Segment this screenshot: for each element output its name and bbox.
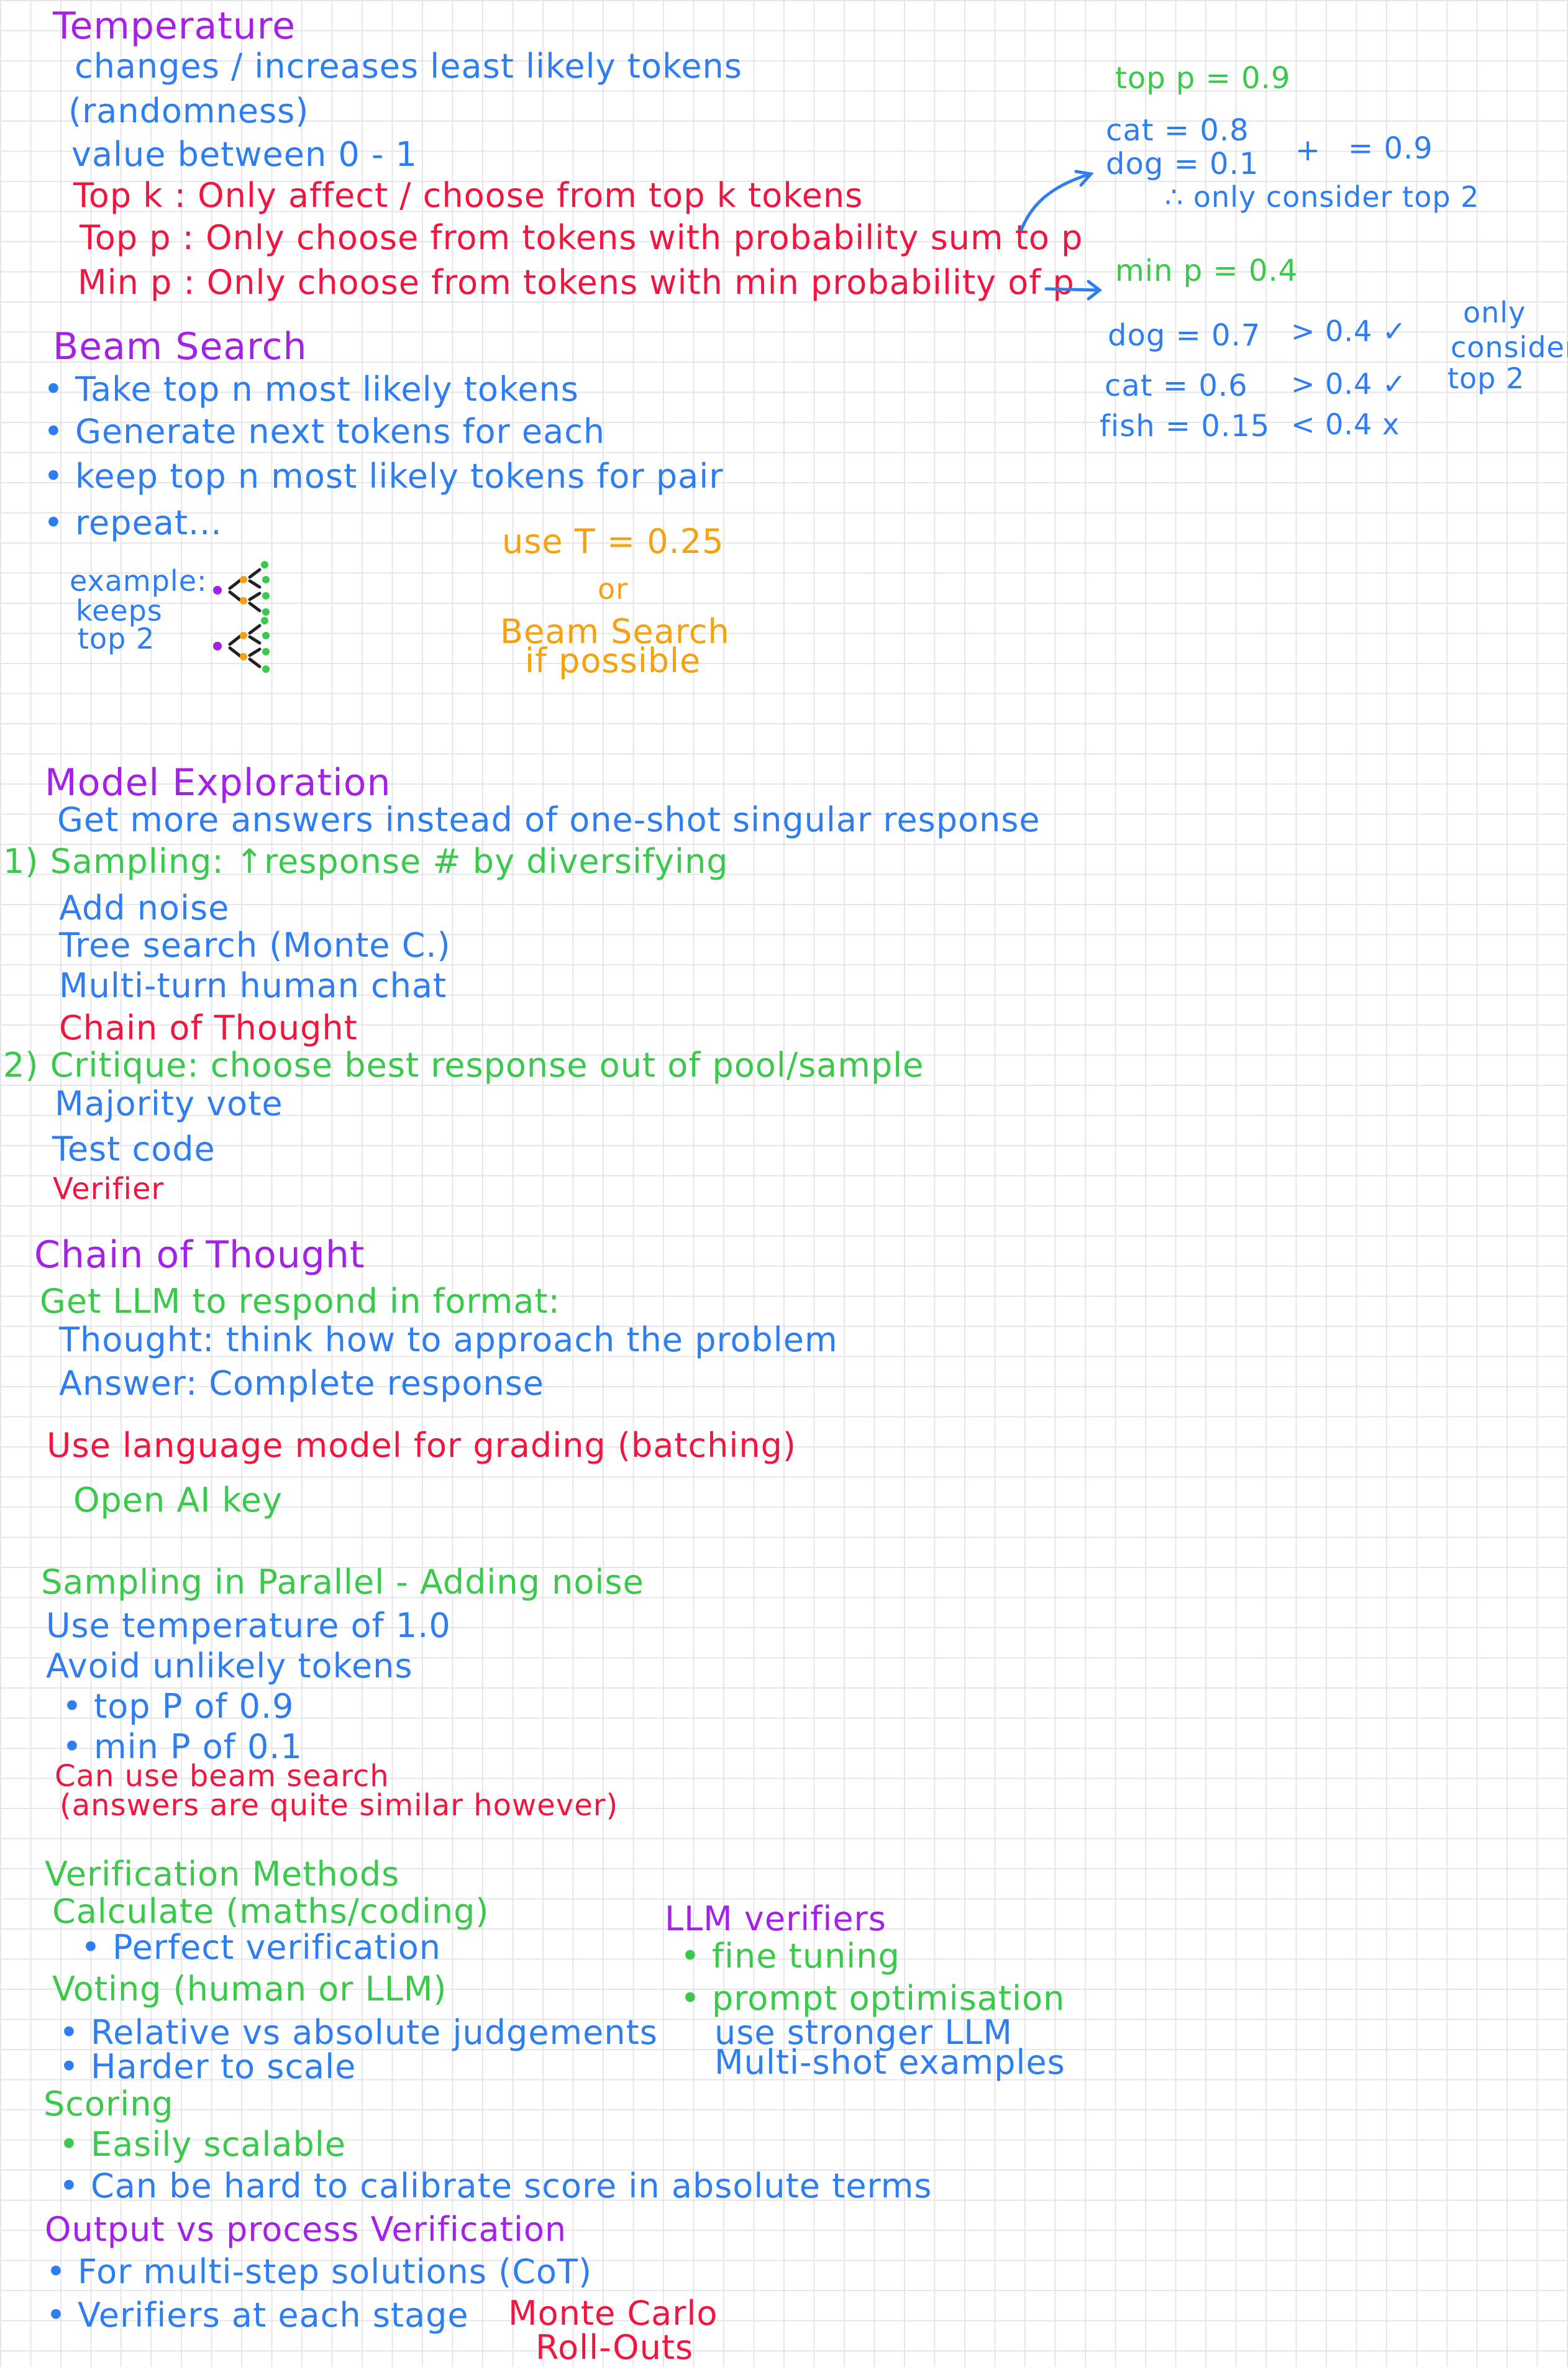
chain-of-thought-item: Chain of Thought: [59, 1008, 358, 1047]
temperature-line-1: changes / increases least likely tokens: [75, 47, 742, 86]
beam-tree-icon: [213, 561, 270, 673]
sampling-heading: 1) Sampling: ↑response # by diversifying: [3, 842, 729, 881]
min-p-definition: Min p : Only choose from tokens with min…: [78, 263, 1075, 302]
verification-title: Verification Methods: [45, 1854, 400, 1894]
beam-advice-line-1: use T = 0.25: [502, 522, 724, 561]
model-exploration-title: Model Exploration: [45, 761, 391, 805]
sampling-parallel-beam: Can use beam search: [55, 1759, 390, 1794]
critique-item: Majority vote: [55, 1084, 283, 1123]
verification-voting-item: • Relative vs absolute judgements: [59, 2013, 658, 2052]
min-p-note-line-2: consider: [1451, 331, 1568, 364]
llm-verifiers-title: LLM verifiers: [665, 1899, 887, 1938]
sampling-item: Tree search (Monte C.): [59, 926, 451, 965]
beam-search-item: • keep top n most likely tokens for pair: [43, 457, 724, 496]
output-vs-process-title: Output vs process Verification: [45, 2210, 567, 2249]
sampling-item: Multi-turn human chat: [59, 966, 447, 1005]
top-p-example-plus: +: [1295, 133, 1321, 168]
min-p-example-cat-check: > 0.4 ✓: [1291, 367, 1407, 401]
top-p-example-cat: cat = 0.8: [1106, 113, 1249, 148]
sampling-parallel-item: • min P of 0.1: [62, 1727, 303, 1766]
critique-heading: 2) Critique: choose best response out of…: [3, 1046, 924, 1085]
top-p-example-dog: dog = 0.1: [1106, 147, 1259, 181]
beam-advice-line-3: Beam Search: [500, 612, 730, 651]
sampling-parallel-item: • top P of 0.9: [62, 1687, 294, 1726]
beam-search-item: • Generate next tokens for each: [43, 412, 606, 451]
verification-scoring-item: • Easily scalable: [59, 2125, 346, 2164]
monte-carlo-line-2: Roll-Outs: [536, 2328, 694, 2367]
verification-calc-item: • Perfect verification: [81, 1928, 441, 1967]
cot-thought: Thought: think how to approach the probl…: [59, 1320, 838, 1359]
arrow-to-min-p-icon: [1044, 280, 1103, 301]
min-p-example-fish: fish = 0.15: [1100, 409, 1270, 444]
sampling-parallel-line-1: Use temperature of 1.0: [46, 1606, 451, 1645]
critique-item: Test code: [52, 1129, 216, 1169]
top-p-example-sum: = 0.9: [1348, 131, 1433, 166]
sampling-parallel-title: Sampling in Parallel - Adding noise: [41, 1562, 644, 1602]
cot-line-1: Get LLM to respond in format:: [40, 1282, 560, 1321]
llm-verifiers-sub-item: use stronger LLM: [714, 2013, 1013, 2052]
verification-voting: Voting (human or LLM): [52, 1969, 447, 2009]
arrow-to-top-p-icon: [1019, 170, 1094, 232]
beam-advice-line-2: or: [598, 572, 629, 606]
verifier-item: Verifier: [53, 1172, 165, 1206]
temperature-line-2: (randomness): [68, 91, 309, 130]
sampling-parallel-beam-note: (answers are quite similar however): [60, 1788, 619, 1823]
cot-answer: Answer: Complete response: [59, 1364, 544, 1403]
beam-example-label-2: keeps: [76, 594, 163, 627]
beam-advice-line-4: if possible: [525, 641, 701, 680]
min-p-note-line-1: only: [1463, 296, 1526, 329]
beam-example-label-1: example:: [70, 564, 207, 598]
model-exploration-line-1: Get more answers instead of one-shot sin…: [57, 800, 1041, 839]
top-p-definition: Top p : Only choose from tokens with pro…: [80, 218, 1083, 257]
top-p-example-title: top p = 0.9: [1115, 61, 1291, 96]
chain-of-thought-title: Chain of Thought: [34, 1233, 365, 1277]
verification-scoring-item: • Can be hard to calibrate score in abso…: [59, 2166, 932, 2205]
min-p-example-fish-check: < 0.4 x: [1291, 408, 1400, 441]
top-p-example-conclusion: ∴ only consider top 2: [1165, 180, 1480, 214]
beam-search-item: • repeat...: [43, 503, 222, 542]
output-vs-process-item: • For multi-step solutions (CoT): [46, 2252, 593, 2291]
output-vs-process-item: • Verifiers at each stage: [46, 2296, 469, 2335]
min-p-example-cat: cat = 0.6: [1105, 368, 1248, 403]
verification-calculate: Calculate (maths/coding): [52, 1892, 490, 1931]
min-p-example-dog: dog = 0.7: [1108, 318, 1261, 353]
beam-search-title: Beam Search: [53, 325, 308, 368]
top-k-definition: Top k : Only affect / choose from top k …: [73, 176, 864, 215]
llm-verifiers-item: • fine tuning: [680, 1936, 900, 1976]
min-p-example-dog-check: > 0.4 ✓: [1291, 314, 1407, 348]
cot-grading: Use language model for grading (batching…: [47, 1426, 796, 1465]
verification-scoring: Scoring: [43, 2084, 174, 2123]
sampling-item: Add noise: [59, 888, 230, 928]
min-p-example-title: min p = 0.4: [1115, 253, 1298, 288]
beam-example-label-3: top 2: [78, 622, 155, 655]
temperature-line-3: value between 0 - 1: [71, 135, 417, 174]
llm-verifiers-sub-item: Multi-shot examples: [714, 2043, 1065, 2082]
beam-search-item: • Take top n most likely tokens: [43, 370, 579, 409]
cot-openai-key: Open AI key: [73, 1480, 283, 1520]
min-p-note-line-3: top 2: [1447, 362, 1525, 395]
temperature-title: Temperature: [53, 4, 296, 48]
llm-verifiers-item: • prompt optimisation: [680, 1979, 1065, 2018]
sampling-parallel-line-2: Avoid unlikely tokens: [46, 1646, 413, 1685]
verification-voting-item: • Harder to scale: [59, 2047, 357, 2086]
monte-carlo-line-1: Monte Carlo: [508, 2294, 718, 2333]
